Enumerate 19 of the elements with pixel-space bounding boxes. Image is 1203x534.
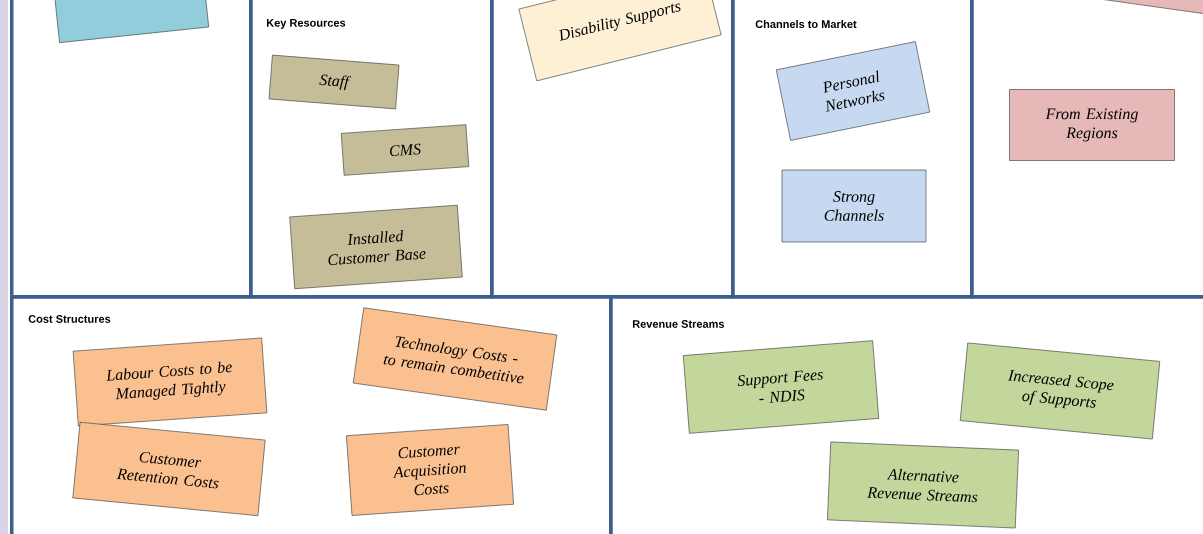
sticky-note: Installed Customer Base xyxy=(289,204,463,290)
sticky-note: Labour Costs to be Managed Tightly xyxy=(72,337,268,427)
sticky-note xyxy=(53,0,210,43)
sticky-note: Customer Retention Costs xyxy=(72,421,266,517)
panel-heading: Revenue Streams xyxy=(632,320,725,328)
sticky-note: From Existing Regions xyxy=(1009,89,1175,161)
sticky-note: Staff xyxy=(268,54,400,110)
panel-heading: Key Resources xyxy=(266,19,346,29)
sticky-note: Technology Costs - to remain combetitive xyxy=(352,307,558,411)
sticky-note: Disability Supports xyxy=(518,0,722,82)
sticky-note: Strong Channels xyxy=(781,169,927,243)
sticky-note: Alternative Revenue Streams xyxy=(827,441,1019,529)
sticky-note: Increased Scope of Supports xyxy=(959,342,1161,440)
panel-heading: Cost Structures xyxy=(28,315,111,323)
sticky-note: Personal Networks xyxy=(775,41,931,141)
sticky-note: Customer Acquisition Costs xyxy=(346,424,514,516)
panel-heading: Channels to Market xyxy=(755,19,857,29)
sticky-note: CMS xyxy=(340,124,470,176)
sticky-note: Support Fees - NDIS xyxy=(682,340,880,434)
